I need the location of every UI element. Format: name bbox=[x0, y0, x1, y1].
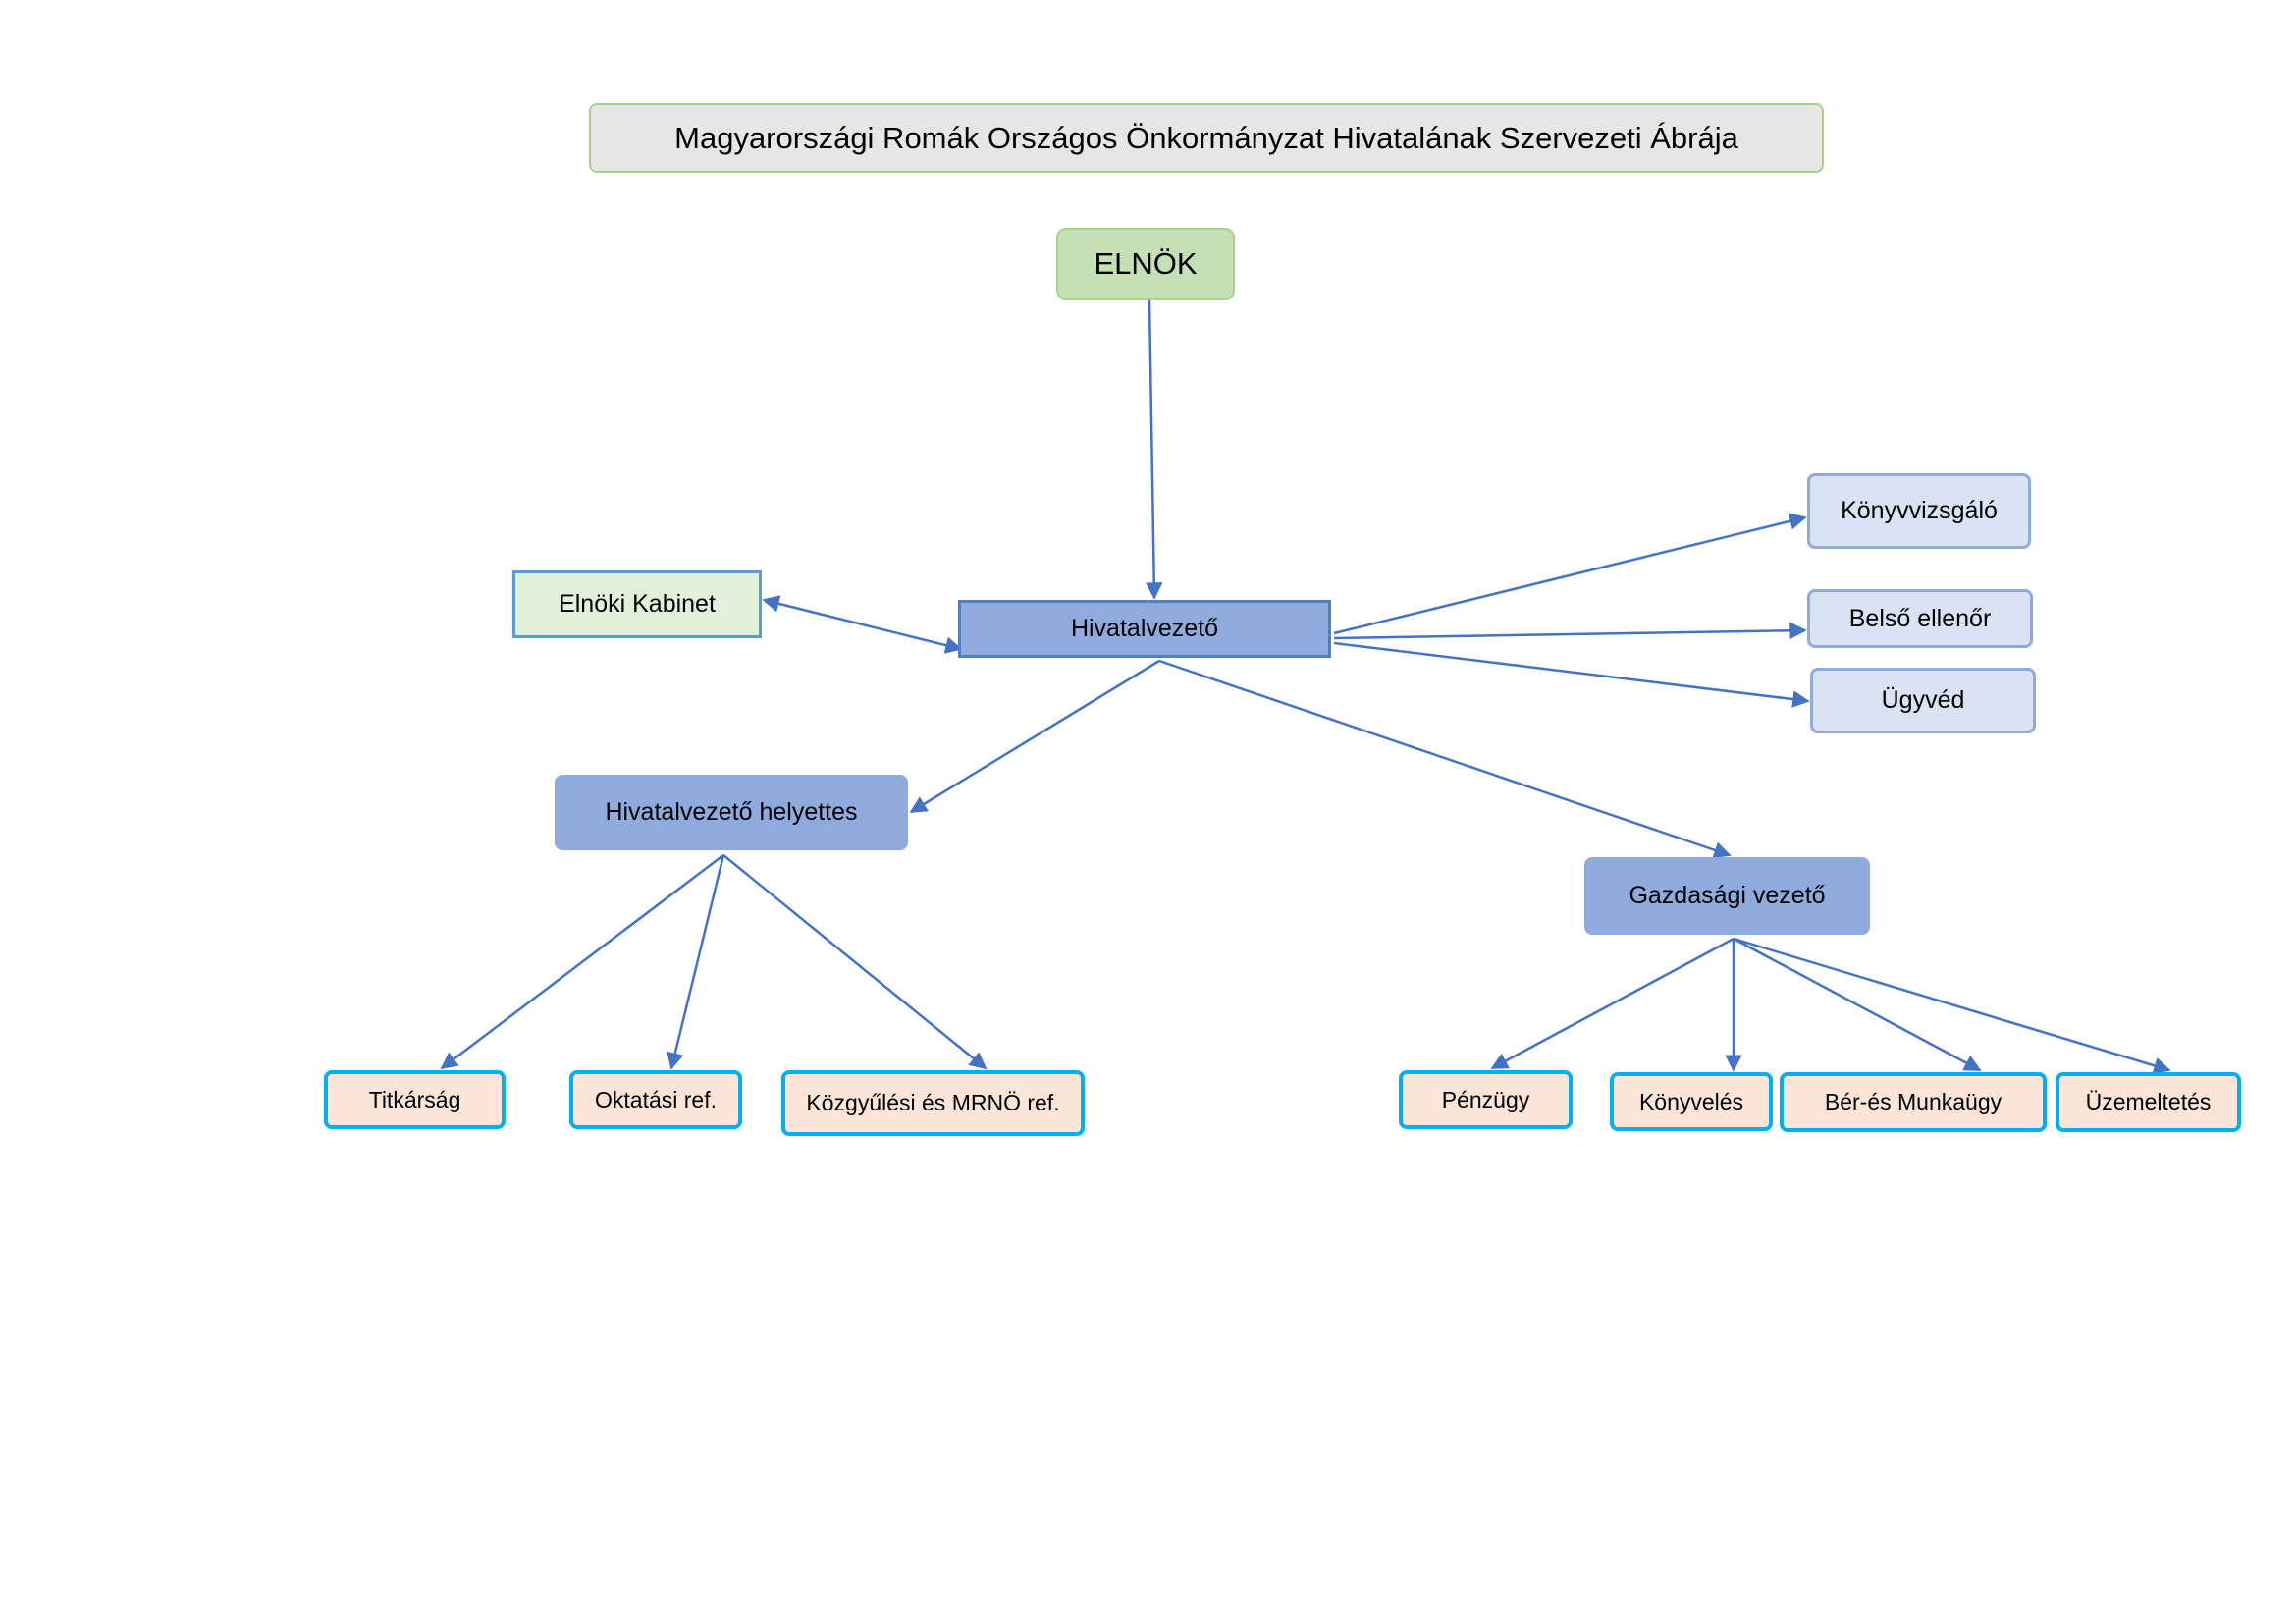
edge-helyettes-kozgyulesi bbox=[722, 854, 988, 1070]
node-beres-munkaugy: Bér-és Munkaügy bbox=[1780, 1072, 2047, 1132]
edge-gazdasagi-beres-munkaugy bbox=[1733, 937, 1982, 1072]
edge-gazdasagi-uzemeltetes bbox=[1733, 937, 2171, 1074]
edge-hivatalvezeto-konyvvizsgalo bbox=[1333, 513, 1807, 635]
node-hivatalvezeto-helyettes: Hivatalvezető helyettes bbox=[555, 775, 908, 850]
node-kozgyulesi-ref: Közgyűlési és MRNÖ ref. bbox=[781, 1070, 1085, 1136]
diagram-title: Magyarországi Romák Országos Önkormányza… bbox=[589, 103, 1824, 173]
node-oktatasi-ref: Oktatási ref. bbox=[569, 1070, 742, 1129]
node-penzugy: Pénzügy bbox=[1399, 1070, 1573, 1129]
node-elnok: ELNÖK bbox=[1056, 228, 1235, 300]
edge-elnok-hivatalvezeto bbox=[1145, 299, 1163, 600]
node-konyveles: Könyvelés bbox=[1610, 1072, 1773, 1131]
node-hivatalvezeto: Hivatalvezető bbox=[958, 600, 1331, 658]
node-ugyved: Ügyvéd bbox=[1810, 668, 2036, 733]
node-elnoki-kabinet: Elnöki Kabinet bbox=[512, 570, 762, 638]
edge-helyettes-oktatasi bbox=[667, 854, 725, 1070]
edge-hivatalvezeto-belso-ellenor bbox=[1333, 622, 1807, 640]
edge-helyettes-titkarsag bbox=[440, 854, 724, 1070]
node-gazdasagi-vezeto: Gazdasági vezető bbox=[1584, 857, 1870, 935]
node-uzemeltetes: Üzemeltetés bbox=[2056, 1072, 2241, 1132]
edge-hivatalvezeto-helyettes bbox=[909, 659, 1160, 814]
edge-gazdasagi-penzugy bbox=[1490, 937, 1735, 1070]
edge-hivatalvezeto-ugyved bbox=[1333, 641, 1810, 708]
node-konyvvizsgalo: Könyvvizsgáló bbox=[1807, 473, 2031, 549]
edge-hivatalvezeto-gazdasagi-vezeto bbox=[1158, 659, 1732, 859]
edge-hivatalvezeto-elnoki-kabinet bbox=[762, 595, 963, 654]
node-belso-ellenor: Belső ellenőr bbox=[1807, 589, 2033, 648]
node-titkarsag: Titkárság bbox=[324, 1070, 506, 1129]
